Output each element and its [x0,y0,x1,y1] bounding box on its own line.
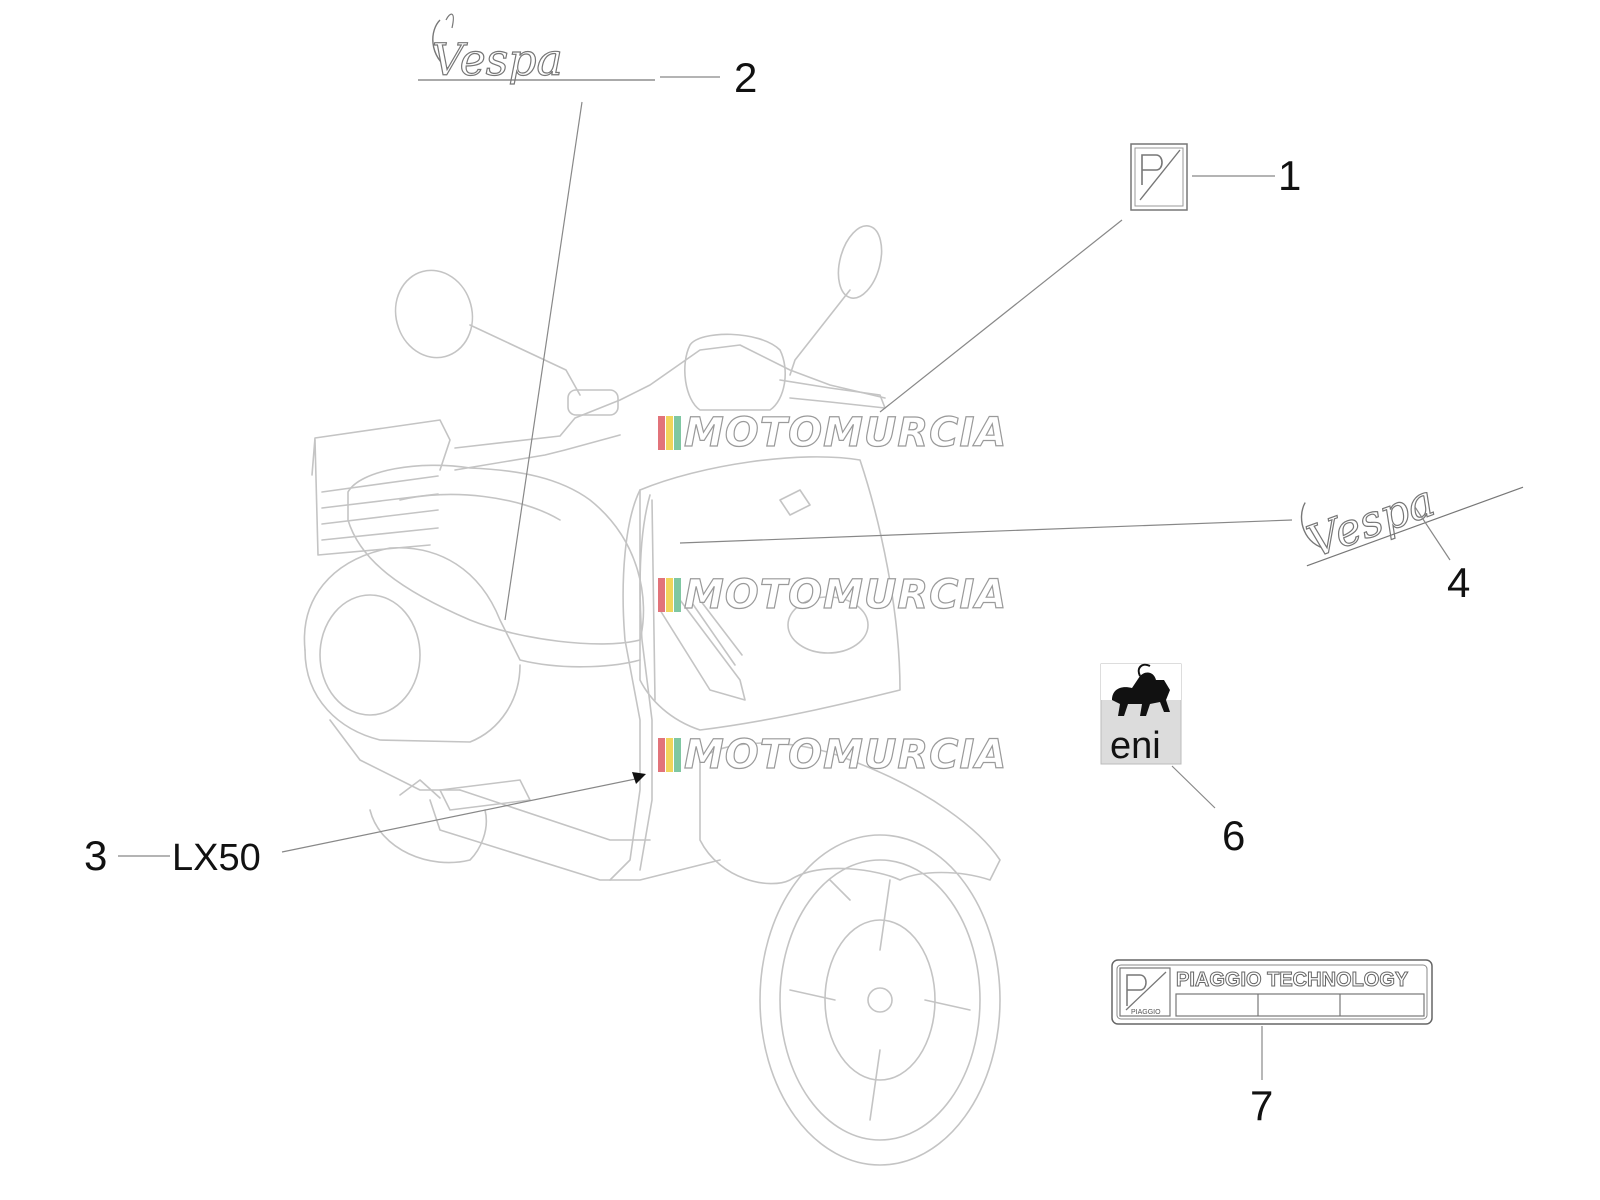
piaggio-technology-text: PIAGGIO TECHNOLOGY [1176,969,1409,991]
scooter-drawing [303,225,1001,1166]
callout-6: 6 [1222,812,1245,859]
arrow-head-icon [632,772,646,784]
leader-line-2b [504,101,583,621]
callout-2: 2 [734,54,757,101]
eni-logo-text: eni [1110,725,1161,767]
callout-1: 1 [1278,152,1301,199]
leader-line-4 [679,519,1293,544]
part-7-piaggio-technology-plate: PIAGGIO PIAGGIO TECHNOLOGY [1111,959,1433,1025]
vespa-logo-text: Vespa [432,35,563,86]
watermark-2: MOTOMURCIA [658,571,1007,619]
leader-line-6 [1171,765,1216,809]
watermark-text: MOTOMURCIA [684,410,1007,456]
part-6-eni-logo: eni [1100,663,1182,767]
left-mirror [394,269,474,359]
leader-line-1b [879,219,1123,413]
watermark-text: MOTOMURCIA [684,572,1007,618]
part-4-vespa-logo: Vespa [1300,475,1524,569]
leader-line-4b [1414,506,1451,561]
front-wheel [759,834,1001,1166]
leader-line-3b [281,777,641,853]
watermark-1: MOTOMURCIA [658,409,1007,457]
callout-3: 3 [84,832,107,879]
right-mirror [837,225,883,299]
part-3-lx50-text: LX50 [172,837,261,879]
watermark-text: MOTOMURCIA [684,732,1007,778]
six-legged-dog-icon [1112,672,1170,716]
watermark-3: MOTOMURCIA [658,731,1007,779]
callout-4: 4 [1447,559,1470,606]
part-2-vespa-logo: Vespa [418,13,655,87]
callout-7: 7 [1250,1082,1273,1129]
vespa-logo-text: Vespa [1301,475,1441,568]
part-1-piaggio-badge [1130,143,1188,211]
piaggio-small-text: PIAGGIO [1131,1009,1161,1016]
